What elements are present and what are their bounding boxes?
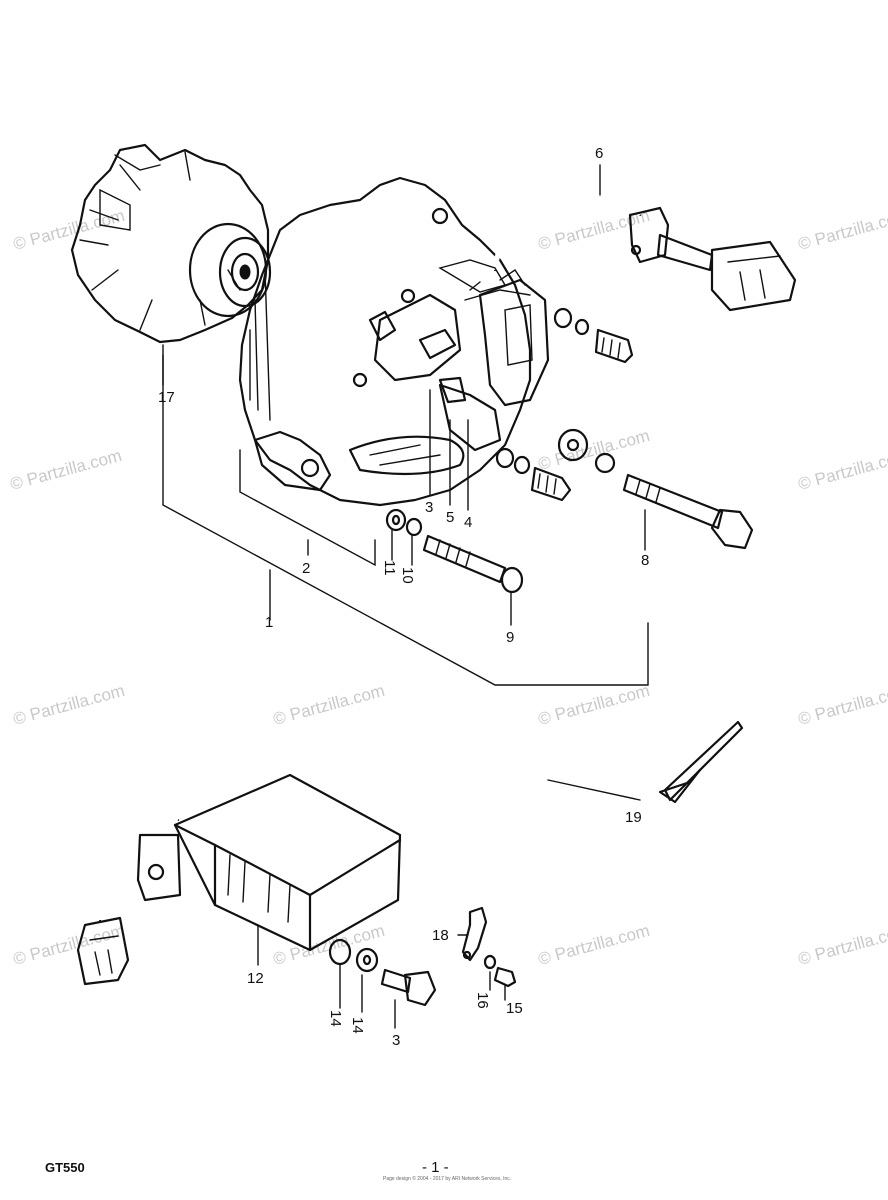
callout-5[interactable]: 5 — [446, 509, 454, 526]
callout-labels: 17 6 3 5 4 2 11 10 8 1 9 19 18 12 16 15 … — [158, 145, 649, 1049]
callout-9[interactable]: 9 — [506, 629, 514, 646]
callout-3-upper[interactable]: 3 — [425, 499, 433, 516]
stator-screw[interactable] — [422, 534, 524, 594]
watermark: © Partzilla.com — [796, 446, 888, 494]
watermark: © Partzilla.com — [536, 921, 652, 969]
assembly-brackets — [162, 354, 649, 686]
callout-19[interactable]: 19 — [625, 809, 642, 826]
model-code: GT550 — [45, 1160, 85, 1175]
callout-4[interactable]: 4 — [464, 514, 472, 531]
callout-14[interactable]: 14 — [349, 1017, 366, 1034]
watermark: © Partzilla.com — [8, 446, 124, 494]
callout-6[interactable]: 6 — [595, 145, 603, 162]
callout-8[interactable]: 8 — [641, 552, 649, 569]
callout-15[interactable]: 14 — [327, 1010, 344, 1027]
flywheel-rotor[interactable] — [70, 143, 272, 344]
callout-17[interactable]: 15 — [506, 1000, 523, 1017]
long-bolt[interactable] — [622, 473, 754, 550]
watermark: © Partzilla.com — [796, 681, 888, 729]
page-number: - 1 - — [422, 1159, 449, 1176]
watermark: © Partzilla.com — [536, 681, 652, 729]
alternator-stator-assembly[interactable] — [238, 176, 550, 507]
watermark: © Partzilla.com — [271, 681, 387, 729]
voltage-regulator[interactable] — [76, 773, 402, 986]
clamp-and-screw[interactable] — [457, 906, 517, 1001]
callout-18[interactable]: 16 — [474, 992, 491, 1009]
callout-3-lower[interactable]: 3 — [392, 1032, 400, 1049]
stator-small-hardware[interactable] — [495, 307, 634, 502]
band[interactable] — [547, 720, 744, 804]
watermark: © Partzilla.com — [536, 426, 652, 474]
watermark: © Partzilla.com — [11, 681, 127, 729]
callout-2[interactable]: 2 — [302, 560, 310, 577]
copyright-notice: Page design © 2004 - 2017 by ARI Network… — [383, 1175, 511, 1182]
callout-11[interactable]: 11 — [381, 560, 398, 576]
watermark: © Partzilla.com — [796, 921, 888, 969]
watermark: © Partzilla.com — [796, 206, 888, 254]
regulator-hardware[interactable] — [328, 938, 437, 1029]
watermark: © Partzilla.com — [11, 206, 127, 254]
callout-12[interactable]: 12 — [247, 970, 264, 987]
lead-wire-connector[interactable] — [438, 190, 797, 312]
callout-16[interactable]: 18 — [432, 927, 449, 944]
leader-lines — [162, 164, 646, 626]
callout-1[interactable]: 1 — [265, 614, 273, 631]
callout-7[interactable]: 17 — [158, 389, 175, 406]
washers-10-11[interactable] — [385, 508, 423, 537]
callout-10[interactable]: 10 — [399, 567, 416, 584]
